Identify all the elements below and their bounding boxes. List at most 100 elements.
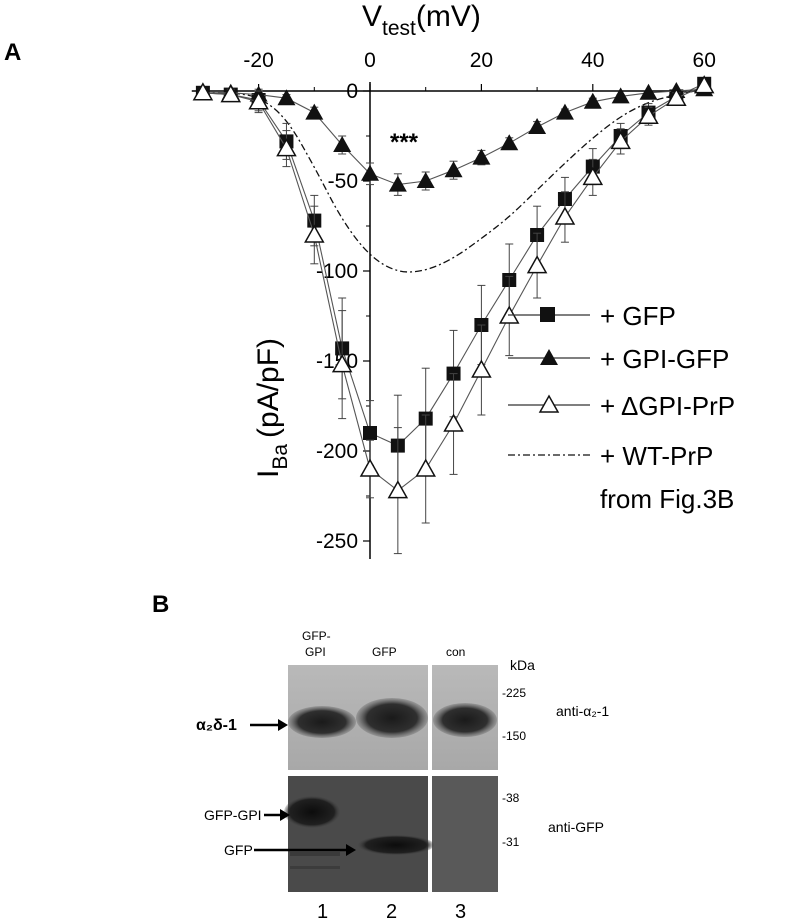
legend-marker-filled-triangle <box>540 349 558 365</box>
y-axis-label: I <box>252 470 285 478</box>
x-tick-label: 20 <box>470 49 493 72</box>
data-point-open-triangle <box>304 224 325 243</box>
data-point-filled-triangle <box>361 164 379 181</box>
x-axis-unit: (mV) <box>416 0 481 33</box>
data-point-filled-triangle <box>305 103 324 120</box>
data-point-open-triangle <box>610 130 631 150</box>
y-axis-title: IBa (pA/pF) <box>252 338 292 478</box>
data-point-open-triangle <box>415 458 436 477</box>
data-point-square <box>363 426 377 440</box>
lane-number-1: 1 <box>317 901 328 923</box>
band-faint-lane1 <box>290 852 340 856</box>
x-axis-label: V <box>362 0 382 33</box>
data-point-filled-triangle <box>583 92 602 109</box>
data-point-open-triangle <box>526 255 548 274</box>
data-point-filled-triangle <box>388 175 407 192</box>
data-point-open-triangle <box>276 138 297 157</box>
legend-label: + ΔGPI-PrP <box>600 391 735 421</box>
y-tick-label: 0 <box>346 80 358 103</box>
data-point-open-triangle <box>192 82 214 101</box>
lane-number-3: 3 <box>455 901 466 923</box>
y-axis-sub: Ba <box>269 444 292 470</box>
data-point-open-triangle <box>582 166 604 186</box>
legend-extra: from Fig.3B <box>600 484 734 514</box>
y-tick-label: -250 <box>316 530 358 553</box>
data-point-open-triangle <box>359 458 381 477</box>
wt-prp-layer <box>202 88 705 273</box>
legend-marker-open-triangle <box>538 394 560 413</box>
label-gfp: GFP <box>224 842 253 858</box>
data-point-filled-triangle <box>528 118 547 134</box>
x-tick-label: 60 <box>693 49 716 72</box>
data-point-filled-triangle <box>555 103 574 120</box>
data-point-filled-triangle <box>472 148 491 165</box>
series-layer <box>192 75 715 555</box>
band-faint-lane1b <box>290 866 340 869</box>
x-axis-sub: test <box>382 17 416 40</box>
data-point-filled-triangle <box>444 161 463 178</box>
marker-38: -38 <box>502 791 520 805</box>
data-point-open-triangle <box>554 206 576 225</box>
y-axis-unit: (pA/pF) <box>252 338 285 438</box>
data-point-filled-triangle <box>416 172 435 188</box>
data-point-open-triangle <box>693 75 715 94</box>
legend-label: + WT-PrP <box>600 441 713 471</box>
data-point-open-triangle <box>666 87 687 106</box>
legend-label: + GFP <box>600 301 676 331</box>
blot-bottom-right <box>432 776 498 892</box>
panel-b-letter: B <box>152 591 169 618</box>
lane-header-3: con <box>446 645 465 659</box>
data-point-open-triangle <box>471 359 492 378</box>
y-tick-label: -200 <box>316 440 358 463</box>
legend-item-gfp: + GFP <box>508 301 676 331</box>
lane-header-1-line1: GFP- <box>302 629 331 643</box>
data-point-open-triangle <box>331 354 353 373</box>
legend-marker-filled-square <box>540 307 555 322</box>
panel-a-letter: A <box>4 39 21 66</box>
lane-header-1-line2: GPI <box>305 645 326 659</box>
x-tick-label: 40 <box>581 49 604 72</box>
marker-150: -150 <box>502 729 526 743</box>
data-point-open-triangle <box>443 413 464 432</box>
data-point-filled-triangle <box>333 136 352 152</box>
data-point-open-triangle <box>387 480 409 499</box>
marker-225: -225 <box>502 686 526 700</box>
data-point-open-triangle <box>638 105 659 124</box>
x-tick-label: -20 <box>243 49 273 72</box>
arrow-gfp <box>254 844 356 856</box>
x-axis-title: Vtest(mV) <box>362 0 481 40</box>
lane-number-2: 2 <box>386 901 397 923</box>
data-point-filled-triangle <box>611 87 630 104</box>
band-a2d1-lane3 <box>433 703 497 737</box>
blot-bottom-left <box>288 776 428 892</box>
marker-31: -31 <box>502 835 520 849</box>
series-line-wt-prp <box>202 88 705 273</box>
band-a2d1-lane2 <box>356 698 428 738</box>
legend-item-gpi-gfp: + GPI-GFP <box>508 344 729 374</box>
x-tick-label: 0 <box>364 49 376 72</box>
label-gfp-gpi: GFP-GPI <box>204 807 262 823</box>
data-point-filled-triangle <box>277 89 296 106</box>
band-a2d1-lane1 <box>288 706 356 738</box>
antibody-bottom: anti-GFP <box>548 819 604 835</box>
band-gfp-gpi-lane1 <box>284 796 340 828</box>
arrow-gfp-gpi <box>264 809 290 821</box>
legend-item-wt-prp: + WT-PrP <box>508 441 713 471</box>
y-tick-label: -50 <box>328 170 358 193</box>
lane-header-2: GFP <box>372 645 397 659</box>
label-a2d1: α₂δ-1 <box>196 717 237 734</box>
data-point-open-triangle <box>248 91 269 110</box>
significance-stars: *** <box>390 129 419 156</box>
legend-item-dgpi-prp: + ΔGPI-PrP <box>508 391 735 421</box>
band-gfp-lane2 <box>358 835 434 855</box>
data-point-filled-triangle <box>500 134 519 151</box>
data-point-open-triangle <box>220 84 242 103</box>
kda-label: kDa <box>510 657 535 673</box>
data-point-filled-triangle <box>639 83 658 100</box>
arrow-a2d1 <box>250 719 288 731</box>
legend-label: + GPI-GFP <box>600 344 729 374</box>
legend: + GFP + GPI-GFP + ΔGPI-PrP + WT-PrP from… <box>508 301 735 514</box>
antibody-top: anti-α₂-1 <box>556 703 609 719</box>
